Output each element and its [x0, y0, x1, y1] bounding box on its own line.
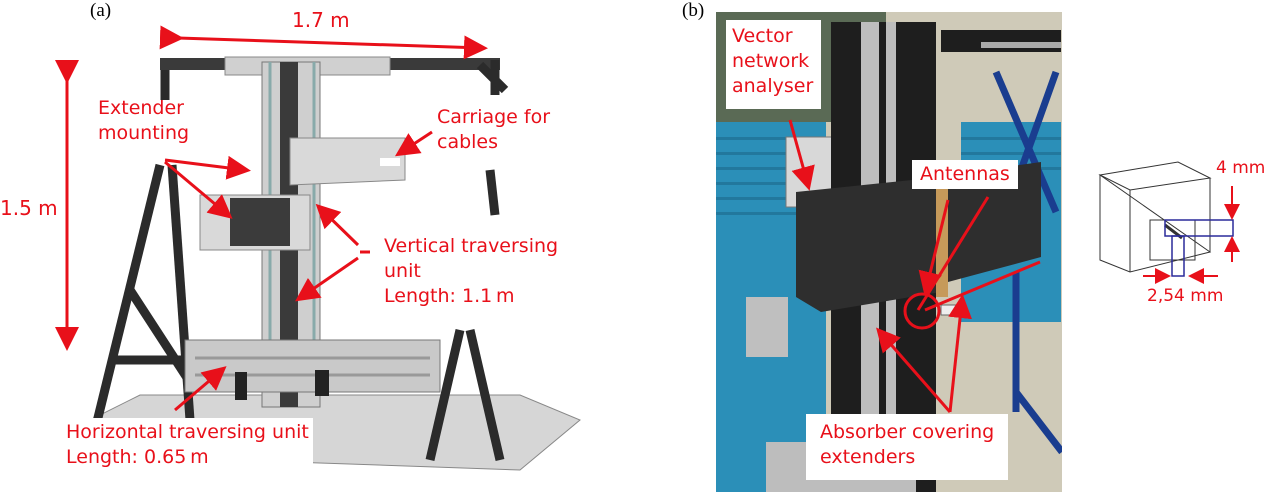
antennas-leader-1: [918, 199, 950, 296]
absorber-extender-left: [796, 177, 941, 312]
antenna-inset-drawing: [1098, 161, 1212, 273]
antennas-leader-3: [924, 260, 1041, 312]
horizontal-unit-label: Horizontal traversing unit Length: 0.65 …: [62, 418, 313, 472]
vna-label: Vector network analyser: [726, 20, 822, 109]
horizontal-leader: [174, 366, 227, 412]
antennas-label: Antennas: [912, 160, 1018, 189]
extender-leader-1: [164, 155, 251, 180]
antennas-leader-2: [916, 196, 990, 311]
extender-leader-2: [164, 160, 233, 219]
absorber-leader-1: [876, 327, 952, 413]
right-frame: [425, 60, 509, 462]
horizontal-unit: [184, 339, 441, 393]
antenna-highlight-circle: [903, 292, 941, 330]
vertical-unit-label: Vertical traversing unit Length: 1.1 m: [380, 232, 563, 311]
absorber-label: Absorber covering extenders: [806, 414, 1009, 480]
carriage-plate: [289, 137, 406, 186]
extender-mounting-label: Extender mounting: [98, 97, 190, 144]
waveguide-outline: [1164, 219, 1234, 277]
vna-leader: [788, 119, 815, 191]
height-dimension-label: 1.5 m: [0, 196, 58, 220]
width-dimension-label: 1.7 m: [292, 8, 350, 32]
panel-b-label: (b): [682, 0, 705, 21]
panel-a-label: (a): [90, 0, 112, 21]
absorber-extender-right: [948, 162, 1041, 282]
inset-height-label: 4 mm: [1216, 158, 1266, 178]
width-dimension-arrow: [159, 25, 488, 60]
inset-width-label: 2,54 mm: [1147, 286, 1224, 306]
absorber-leader-2: [948, 294, 973, 413]
carriage-leader: [394, 130, 433, 157]
carriage-label: Carriage for cables: [437, 106, 551, 153]
